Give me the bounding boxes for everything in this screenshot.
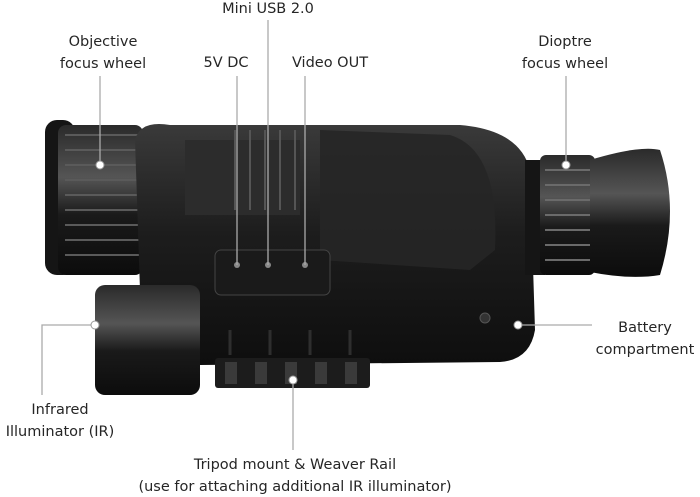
label-infrared-illuminator: Infrared Illuminator (IR) (0, 399, 120, 443)
label-objective-focus-wheel: Objective focus wheel (33, 31, 173, 75)
label-line: compartment (595, 342, 695, 358)
ir-illuminator (95, 285, 200, 395)
label-tripod-mount: Tripod mount & Weaver Rail (use for atta… (110, 454, 480, 497)
label-line: Infrared (31, 402, 89, 418)
label-battery-compartment: Battery compartment (590, 317, 700, 361)
label-line: Tripod mount & Weaver Rail (193, 457, 397, 473)
objective-lens (45, 120, 143, 275)
label-dioptre-focus-wheel: Dioptre focus wheel (495, 31, 635, 75)
label-5v-dc: 5V DC (203, 55, 249, 71)
label-video-out: Video OUT (291, 55, 369, 71)
label-line: focus wheel (521, 56, 609, 72)
weaver-rail (215, 358, 370, 388)
label-line: Objective (68, 34, 138, 50)
eyepiece (525, 148, 670, 277)
label-line: Dioptre (538, 34, 592, 50)
device-body (135, 124, 535, 365)
label-line: Battery (618, 320, 672, 336)
label-line: focus wheel (59, 56, 147, 72)
label-mini-usb: Mini USB 2.0 (222, 1, 314, 17)
leader-lines (41, 20, 592, 450)
label-line: (use for attaching additional IR illumin… (138, 479, 452, 495)
label-line: Illuminator (IR) (5, 424, 115, 440)
leader-dots (90, 160, 571, 385)
